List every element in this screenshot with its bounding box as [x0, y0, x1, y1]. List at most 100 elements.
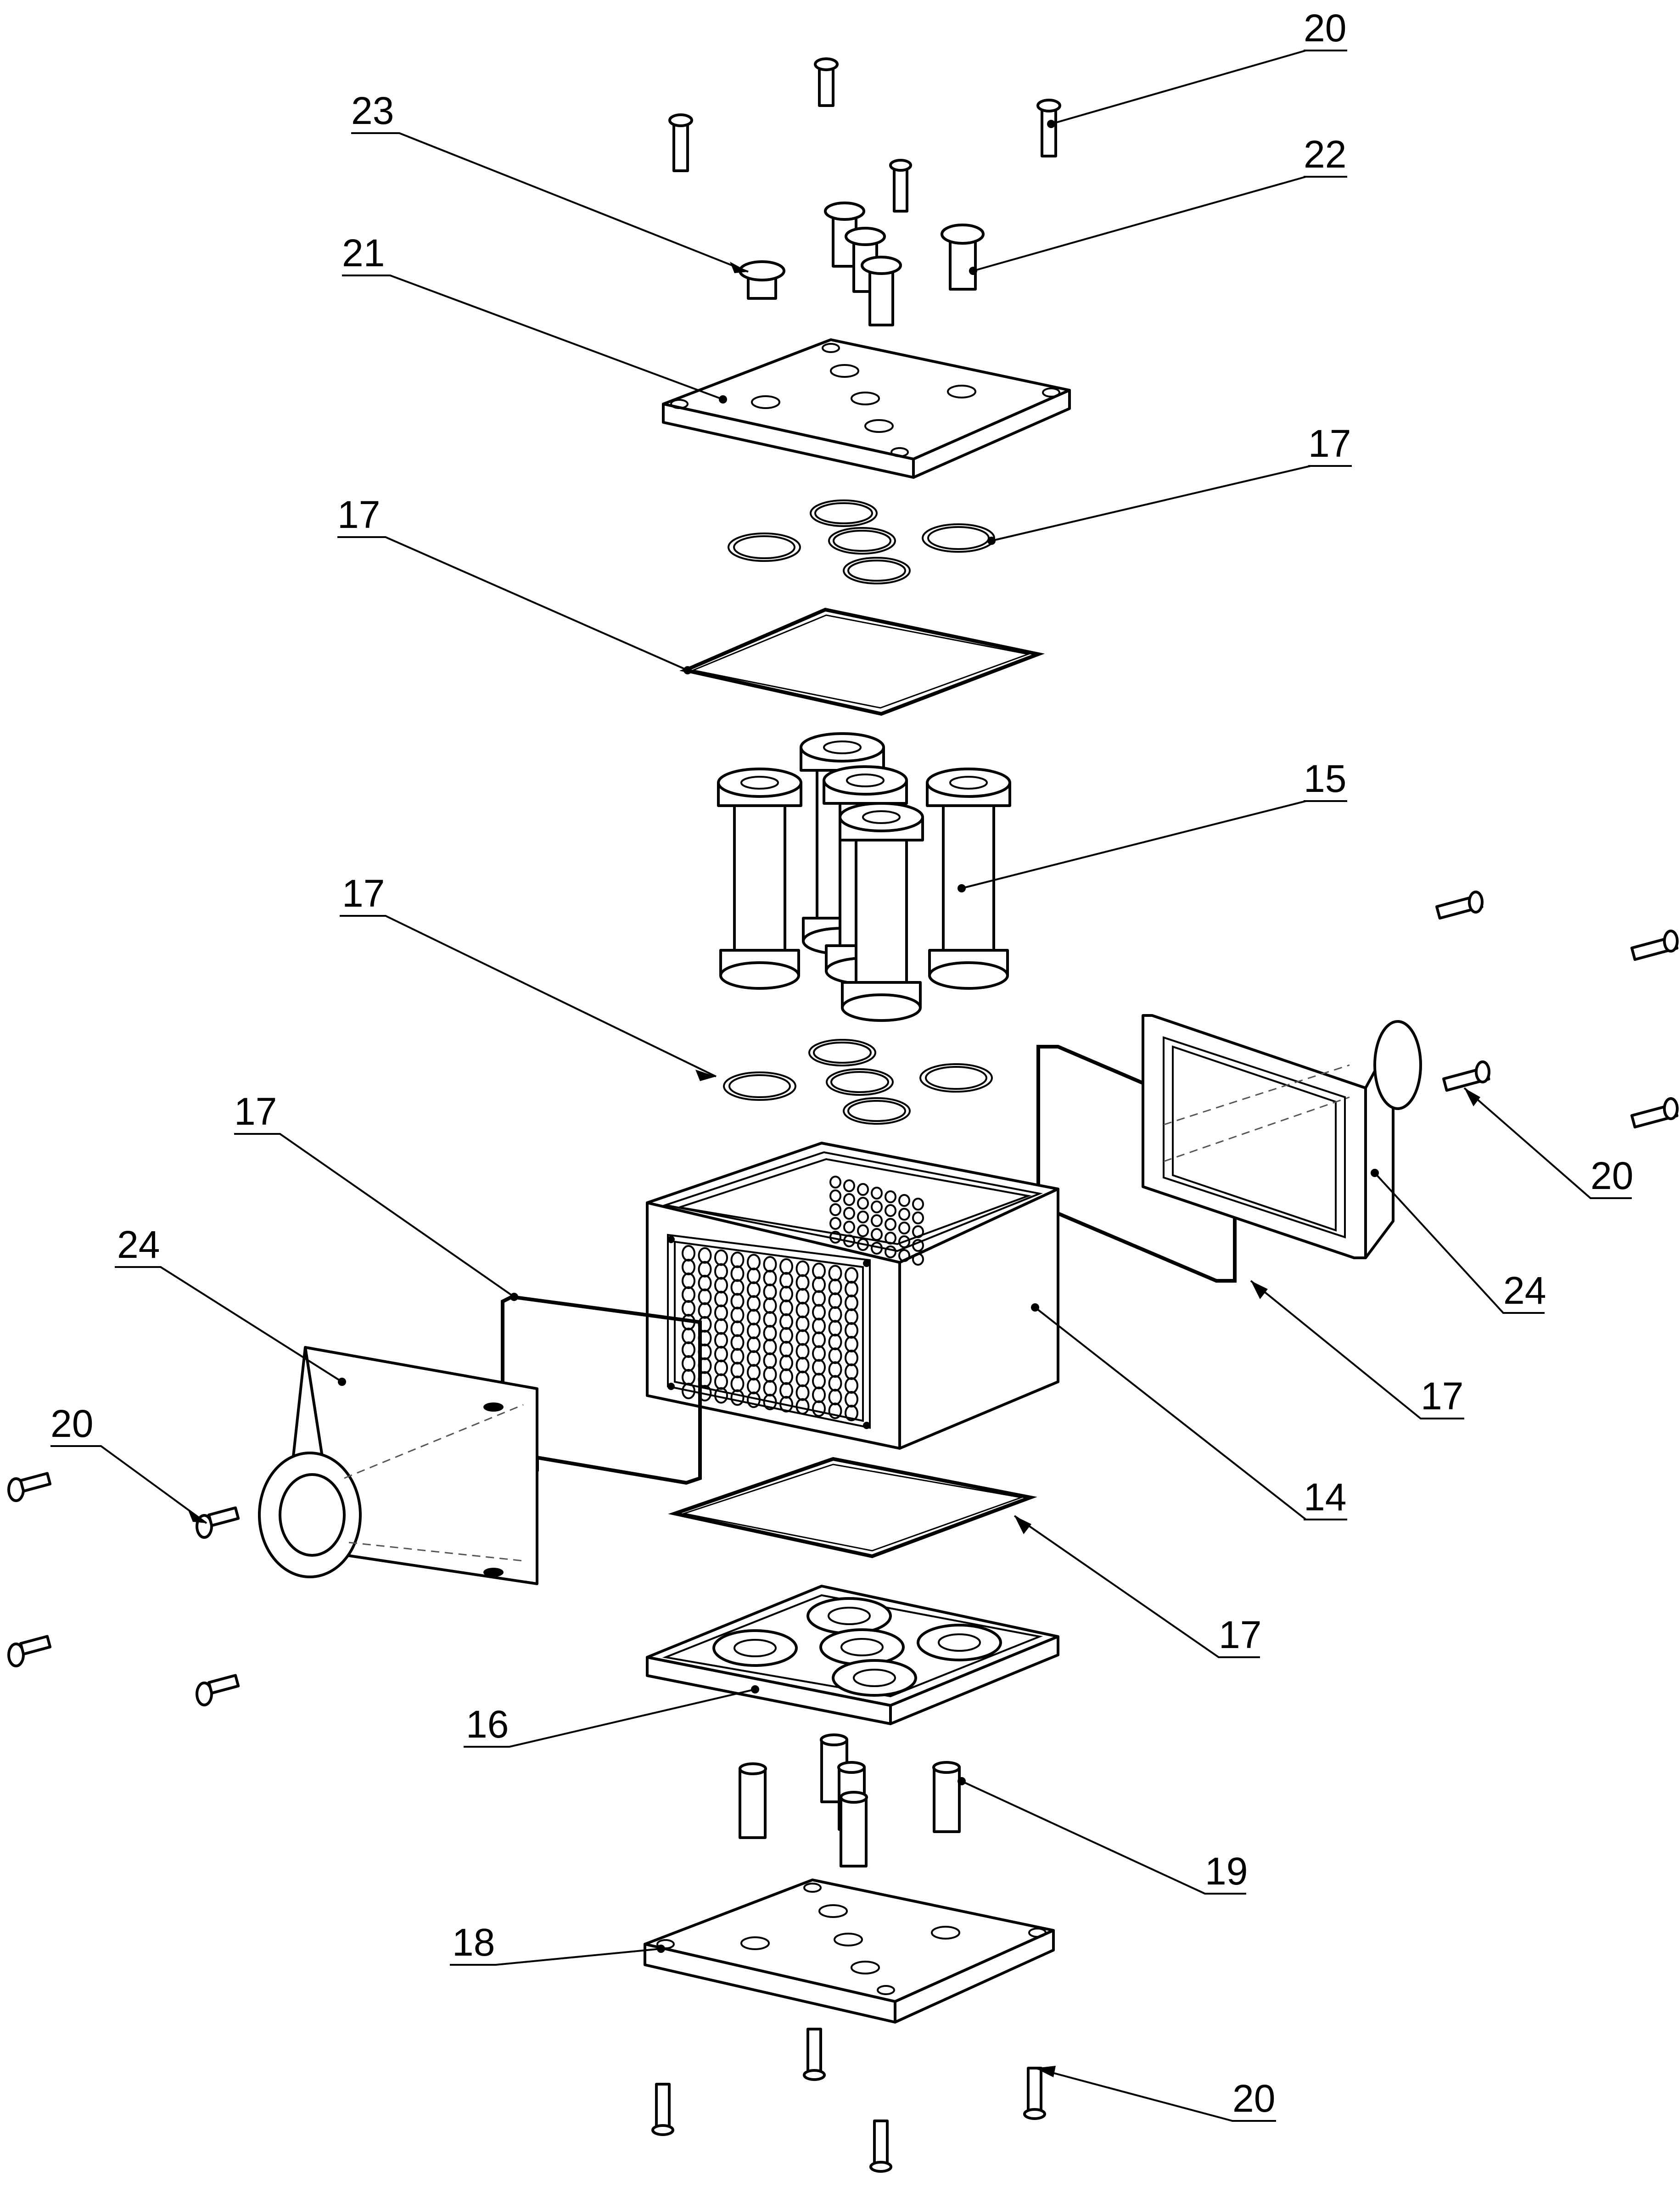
- back-perforation-hole: [885, 1232, 896, 1245]
- right-side-screws: [1435, 891, 1679, 1129]
- screw: [1435, 891, 1484, 920]
- back-perforation-hole: [885, 1218, 896, 1231]
- callout-17-mid: 17: [342, 872, 385, 915]
- back-perforation-hole: [898, 1194, 910, 1207]
- callout-17-bottom: 17: [1219, 1613, 1261, 1656]
- perforation-hole: [747, 1391, 761, 1408]
- main-housing: [646, 1142, 1059, 1450]
- top-plugs: [739, 202, 985, 326]
- callout-22: 22: [1304, 133, 1346, 176]
- callout-17-left-top: 17: [337, 493, 380, 536]
- back-perforation-hole: [912, 1253, 924, 1266]
- perforation-hole: [779, 1396, 793, 1413]
- screw: [814, 57, 839, 107]
- back-perforation-hole: [829, 1231, 841, 1244]
- screw: [1023, 2067, 1046, 2120]
- tube: [839, 802, 924, 1022]
- top-o-rings: [728, 499, 995, 584]
- screw: [668, 113, 693, 172]
- back-perforation-hole: [885, 1204, 896, 1217]
- callout-24-right: 24: [1503, 1269, 1546, 1312]
- callout-23: 23: [351, 89, 394, 132]
- back-perforation-hole: [857, 1197, 869, 1210]
- plug: [824, 202, 865, 268]
- back-perforation-hole: [829, 1203, 841, 1216]
- back-perforation-hole: [871, 1200, 883, 1213]
- back-perforation-hole: [898, 1222, 910, 1234]
- back-perforation-hole: [912, 1211, 924, 1224]
- callout-16: 16: [466, 1703, 509, 1746]
- screw: [7, 1635, 52, 1667]
- bottom-screws: [651, 2028, 1046, 2173]
- callout-21: 21: [342, 231, 385, 275]
- callout-24-left: 24: [117, 1223, 160, 1266]
- back-perforation-hole: [885, 1190, 896, 1203]
- perforation-hole: [812, 1400, 826, 1417]
- back-perforation-hole: [843, 1221, 855, 1234]
- back-perforation-hole: [857, 1211, 869, 1223]
- callout-15: 15: [1304, 757, 1346, 800]
- back-perforation-hole: [898, 1235, 910, 1248]
- screw: [196, 1674, 240, 1706]
- perforation-hole: [763, 1394, 777, 1410]
- back-perforation-hole: [871, 1187, 883, 1200]
- back-perforation-hole: [857, 1183, 869, 1196]
- back-perforation-hole: [912, 1239, 924, 1252]
- screw: [1036, 99, 1061, 157]
- back-perforation-hole: [829, 1176, 841, 1189]
- tube: [926, 768, 1011, 990]
- plug-cap-23: [739, 260, 785, 300]
- pin: [932, 1761, 961, 1833]
- screw: [889, 159, 912, 213]
- screw: [803, 2028, 826, 2081]
- perforation-hole: [730, 1389, 745, 1406]
- back-perforation-hole: [829, 1217, 841, 1230]
- bottom-plate: [646, 1585, 1059, 1725]
- back-perforation-hole: [898, 1208, 910, 1221]
- filter-tubes: [717, 732, 1011, 1022]
- top-gasket: [679, 607, 1045, 716]
- back-perforation-hole: [843, 1193, 855, 1206]
- pin: [840, 1791, 868, 1867]
- callout-17-right: 17: [1421, 1374, 1463, 1418]
- callout-19: 19: [1205, 1850, 1248, 1893]
- screw: [869, 2120, 892, 2173]
- bottom-pins: [739, 1733, 961, 1867]
- back-perforation-hole: [912, 1225, 924, 1238]
- back-perforation-hole: [898, 1249, 910, 1262]
- callout-20-right: 20: [1590, 1154, 1633, 1197]
- callout-labels: 20 23 22 21 17 17 15 17 17 24 20 24 17 2…: [50, 6, 1633, 2120]
- back-perforation-hole: [843, 1179, 855, 1192]
- screw: [651, 2083, 674, 2136]
- callout-20-left: 20: [50, 1402, 93, 1445]
- plug: [861, 256, 902, 326]
- bottom-gasket: [668, 1457, 1037, 1559]
- back-perforation-hole: [829, 1189, 841, 1202]
- screw: [1442, 1060, 1490, 1092]
- screw: [1630, 930, 1679, 961]
- back-perforation-hole: [871, 1228, 883, 1241]
- back-perforation-hole: [871, 1214, 883, 1227]
- perforation-hole: [714, 1387, 728, 1404]
- callout-20-top: 20: [1304, 6, 1346, 50]
- back-perforation-hole: [843, 1207, 855, 1220]
- back-perforation-hole: [871, 1242, 883, 1255]
- base-plate: [644, 1879, 1055, 2024]
- plug: [941, 224, 985, 291]
- left-cone-adapter: [258, 1346, 538, 1585]
- perforation-hole: [828, 1402, 842, 1419]
- mid-o-rings: [723, 1039, 993, 1125]
- callout-17-left: 17: [234, 1090, 277, 1133]
- callout-20-bottom: 20: [1232, 2077, 1275, 2120]
- top-plate: [662, 338, 1071, 479]
- back-perforation-hole: [857, 1238, 869, 1251]
- back-perforation-hole: [912, 1198, 924, 1211]
- back-perforation-hole: [843, 1234, 855, 1247]
- callout-14: 14: [1304, 1475, 1346, 1519]
- pin: [739, 1762, 767, 1839]
- callout-17-right-top: 17: [1308, 422, 1351, 465]
- screw: [7, 1472, 52, 1502]
- perforation-hole: [682, 1383, 695, 1399]
